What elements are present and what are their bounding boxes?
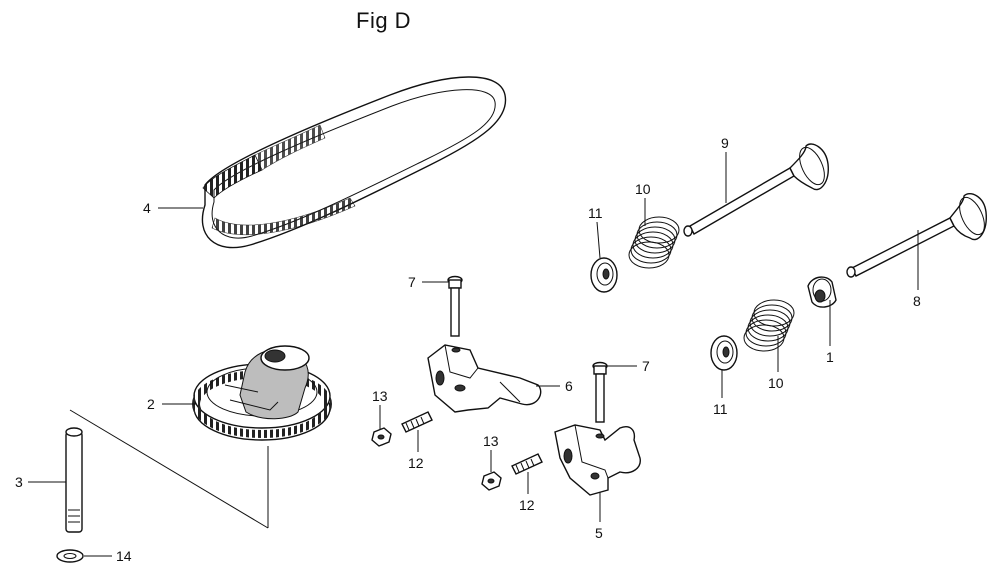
valve-spring-lower bbox=[743, 299, 795, 352]
assembly-guide-lines bbox=[69, 409, 269, 529]
cam-pulley bbox=[192, 345, 332, 441]
callout-4: 4 bbox=[143, 200, 151, 216]
callout-6: 6 bbox=[565, 378, 573, 394]
callout-13-lower: 13 bbox=[483, 433, 499, 449]
lock-nut-lower bbox=[481, 471, 502, 491]
callout-7-upper: 7 bbox=[408, 274, 416, 290]
callout-5: 5 bbox=[595, 525, 603, 541]
callout-9: 9 bbox=[721, 135, 729, 151]
exhaust-valve bbox=[683, 143, 829, 237]
timing-belt bbox=[201, 76, 507, 249]
callout-8: 8 bbox=[913, 293, 921, 309]
callout-11-lower: 11 bbox=[713, 401, 728, 417]
callout-13-upper: 13 bbox=[372, 388, 388, 404]
adjusting-screw-upper bbox=[401, 411, 433, 433]
callout-3: 3 bbox=[15, 474, 23, 490]
callout-12-upper: 12 bbox=[408, 455, 424, 471]
callout-1: 1 bbox=[826, 349, 834, 365]
spring-retainer-lower bbox=[710, 335, 738, 371]
spring-retainer-upper bbox=[590, 257, 618, 293]
callout-10-upper: 10 bbox=[635, 181, 651, 197]
leader-lines bbox=[28, 152, 919, 557]
rocker-arm-lower bbox=[554, 424, 641, 496]
rocker-bolt-lower bbox=[592, 361, 608, 423]
adjusting-screw-lower bbox=[511, 453, 543, 475]
cam-shaft-pin bbox=[65, 427, 83, 533]
figure-title: Fig D bbox=[356, 8, 412, 33]
lock-nut-upper bbox=[371, 427, 392, 447]
callout-12-lower: 12 bbox=[519, 497, 535, 513]
callout-10-lower: 10 bbox=[768, 375, 784, 391]
callout-14: 14 bbox=[116, 548, 132, 564]
callout-11-upper: 11 bbox=[588, 205, 603, 221]
valve-spring-upper bbox=[628, 216, 680, 269]
rocker-arm-upper bbox=[427, 344, 542, 413]
intake-valve bbox=[846, 193, 987, 278]
valve-rotator bbox=[807, 276, 837, 308]
callout-labels: 4 2 3 14 7 7 6 5 13 13 12 12 9 10 11 8 1… bbox=[15, 135, 921, 564]
washer bbox=[56, 549, 84, 563]
rocker-bolt-upper bbox=[447, 275, 463, 337]
callout-2: 2 bbox=[147, 396, 155, 412]
callout-7-lower: 7 bbox=[642, 358, 650, 374]
